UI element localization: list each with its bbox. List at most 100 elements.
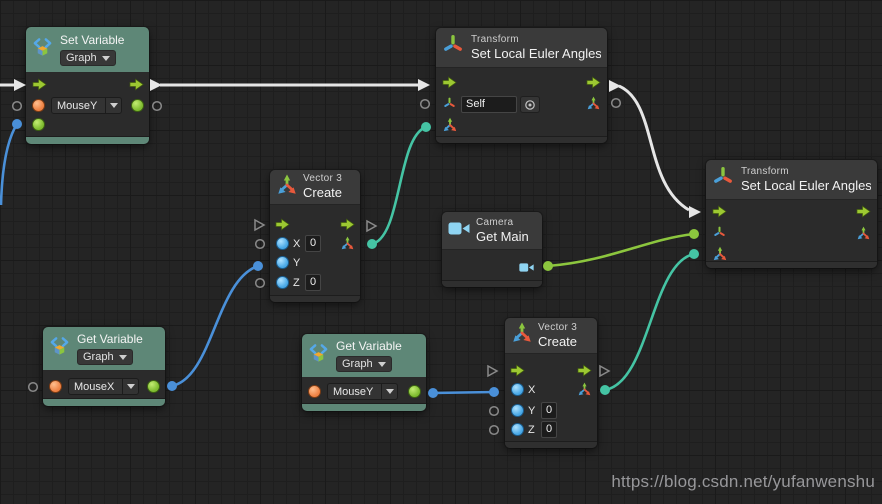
y-input-port[interactable] bbox=[276, 256, 289, 269]
x-input-port[interactable] bbox=[276, 237, 289, 250]
x-label: X bbox=[528, 384, 536, 396]
wire-vector3-to-transform-top[interactable] bbox=[371, 125, 427, 246]
node-category: Transform bbox=[741, 165, 789, 177]
node-vector3-create-mid[interactable]: Vector 3 Create X 0 Y Z 0 bbox=[270, 170, 360, 302]
wire-arrowhead bbox=[14, 79, 26, 91]
caret-down-icon bbox=[101, 55, 110, 61]
flow-input-port[interactable] bbox=[275, 218, 290, 236]
node-transform-set-local-euler-top[interactable]: Transform Set Local Euler Angles Self bbox=[436, 28, 607, 143]
scope-value: Graph bbox=[66, 52, 97, 64]
node-footer bbox=[436, 136, 607, 143]
node-header[interactable]: Transform Set Local Euler Angles bbox=[436, 28, 607, 68]
scope-value: Graph bbox=[342, 358, 373, 370]
node-footer bbox=[302, 403, 426, 411]
z-value-field[interactable]: 0 bbox=[541, 421, 557, 438]
transform-output-port[interactable] bbox=[586, 96, 601, 116]
caret-box bbox=[123, 384, 138, 389]
variable-name-value: MouseX bbox=[74, 380, 115, 393]
y-label: Y bbox=[528, 405, 536, 417]
divider bbox=[381, 384, 382, 399]
flow-input-port[interactable] bbox=[712, 205, 727, 223]
node-title: Set Variable bbox=[60, 33, 125, 47]
node-header[interactable]: Get Variable Graph bbox=[43, 327, 165, 371]
value-output-port[interactable] bbox=[147, 380, 160, 393]
vector3-output-port[interactable] bbox=[340, 236, 355, 256]
z-label: Z bbox=[293, 277, 300, 289]
node-header[interactable]: Get Variable Graph bbox=[302, 334, 426, 378]
euler-angles-input-port[interactable] bbox=[442, 117, 458, 138]
node-set-variable[interactable]: Set Variable Graph MouseY bbox=[26, 27, 149, 144]
wire-camera-to-transform-right[interactable] bbox=[547, 232, 695, 268]
node-header[interactable]: Vector 3 Create bbox=[505, 318, 597, 354]
node-transform-set-local-euler-right[interactable]: Transform Set Local Euler Angles bbox=[706, 160, 877, 268]
node-title: Create bbox=[303, 185, 343, 200]
value-input-port[interactable] bbox=[32, 118, 45, 131]
flow-output-port[interactable] bbox=[856, 205, 871, 223]
node-footer bbox=[505, 441, 597, 448]
wire-mousey-to-vector3-x[interactable] bbox=[432, 390, 495, 395]
variable-name-port[interactable] bbox=[308, 385, 321, 398]
x-input-port[interactable] bbox=[511, 383, 524, 396]
node-category: Transform bbox=[471, 33, 519, 45]
transform-input-port[interactable] bbox=[713, 226, 726, 244]
y-value-field[interactable]: 0 bbox=[541, 402, 557, 419]
z-input-port[interactable] bbox=[276, 276, 289, 289]
target-picker-button[interactable] bbox=[520, 96, 540, 113]
node-category: Camera bbox=[476, 216, 514, 228]
transform-output-port[interactable] bbox=[856, 226, 871, 246]
wire-transform-to-transform[interactable] bbox=[618, 84, 690, 212]
node-title: Set Local Euler Angles bbox=[471, 45, 601, 61]
x-value-field[interactable]: 0 bbox=[305, 235, 321, 252]
flow-input-port[interactable] bbox=[510, 364, 525, 382]
value-output-port[interactable] bbox=[408, 385, 421, 398]
variable-name-port[interactable] bbox=[49, 380, 62, 393]
variable-scope-dropdown[interactable]: Graph bbox=[60, 50, 116, 66]
transform-axes-icon bbox=[712, 166, 734, 193]
variable-scope-dropdown[interactable]: Graph bbox=[77, 349, 133, 365]
node-title: Create bbox=[538, 333, 578, 349]
node-get-variable-mousex[interactable]: Get Variable Graph MouseX bbox=[43, 327, 165, 406]
value-output-port[interactable] bbox=[131, 99, 144, 112]
flow-output-port[interactable] bbox=[586, 76, 601, 94]
y-input-port[interactable] bbox=[511, 404, 524, 417]
variable-name-value: MouseY bbox=[333, 385, 374, 398]
variable-name-value: MouseY bbox=[57, 99, 98, 112]
node-header[interactable]: Transform Set Local Euler Angles bbox=[706, 160, 877, 200]
node-header[interactable]: Set Variable Graph bbox=[26, 27, 149, 73]
euler-angles-input-port[interactable] bbox=[712, 246, 728, 267]
flow-input-port[interactable] bbox=[32, 78, 47, 96]
self-field[interactable]: Self bbox=[461, 96, 517, 113]
variable-name-port[interactable] bbox=[32, 99, 45, 112]
variable-name-dropdown[interactable]: MouseY bbox=[51, 97, 122, 114]
node-get-variable-mousey[interactable]: Get Variable Graph MouseY bbox=[302, 334, 426, 411]
y-label: Y bbox=[293, 257, 301, 269]
divider bbox=[105, 98, 106, 113]
camera-output-port[interactable] bbox=[519, 260, 534, 278]
node-category: Vector 3 bbox=[303, 173, 343, 184]
flow-output-port[interactable] bbox=[129, 78, 144, 96]
variable-scope-dropdown[interactable]: Graph bbox=[336, 356, 392, 372]
node-header[interactable]: Vector 3 Create bbox=[270, 170, 360, 205]
variable-name-dropdown[interactable]: MouseX bbox=[68, 378, 139, 395]
node-camera-get-main[interactable]: Camera Get Main bbox=[442, 212, 542, 287]
node-header[interactable]: Camera Get Main bbox=[442, 212, 542, 250]
wire-mousex-to-vector3-y[interactable] bbox=[171, 264, 259, 388]
node-title: Get Main bbox=[476, 228, 529, 244]
flow-output-port[interactable] bbox=[340, 218, 355, 236]
camera-icon bbox=[448, 221, 470, 241]
transform-input-port[interactable] bbox=[443, 97, 456, 115]
flow-input-port[interactable] bbox=[442, 76, 457, 94]
node-title: Get Variable bbox=[77, 332, 143, 346]
transform-axes-icon bbox=[442, 34, 464, 61]
variable-name-dropdown[interactable]: MouseY bbox=[327, 383, 398, 400]
z-input-port[interactable] bbox=[511, 423, 524, 436]
wire-blue-offscreen[interactable] bbox=[0, 123, 19, 206]
variable-icon bbox=[308, 343, 329, 369]
z-value-field[interactable]: 0 bbox=[305, 274, 321, 291]
vector3-output-port[interactable] bbox=[577, 382, 592, 402]
node-vector3-create-bottom[interactable]: Vector 3 Create X Y 0 Z 0 bbox=[505, 318, 597, 448]
flow-output-port[interactable] bbox=[577, 364, 592, 382]
vector3-arrows-icon bbox=[276, 174, 298, 201]
wire-vector3-to-transform-right[interactable] bbox=[604, 252, 695, 392]
